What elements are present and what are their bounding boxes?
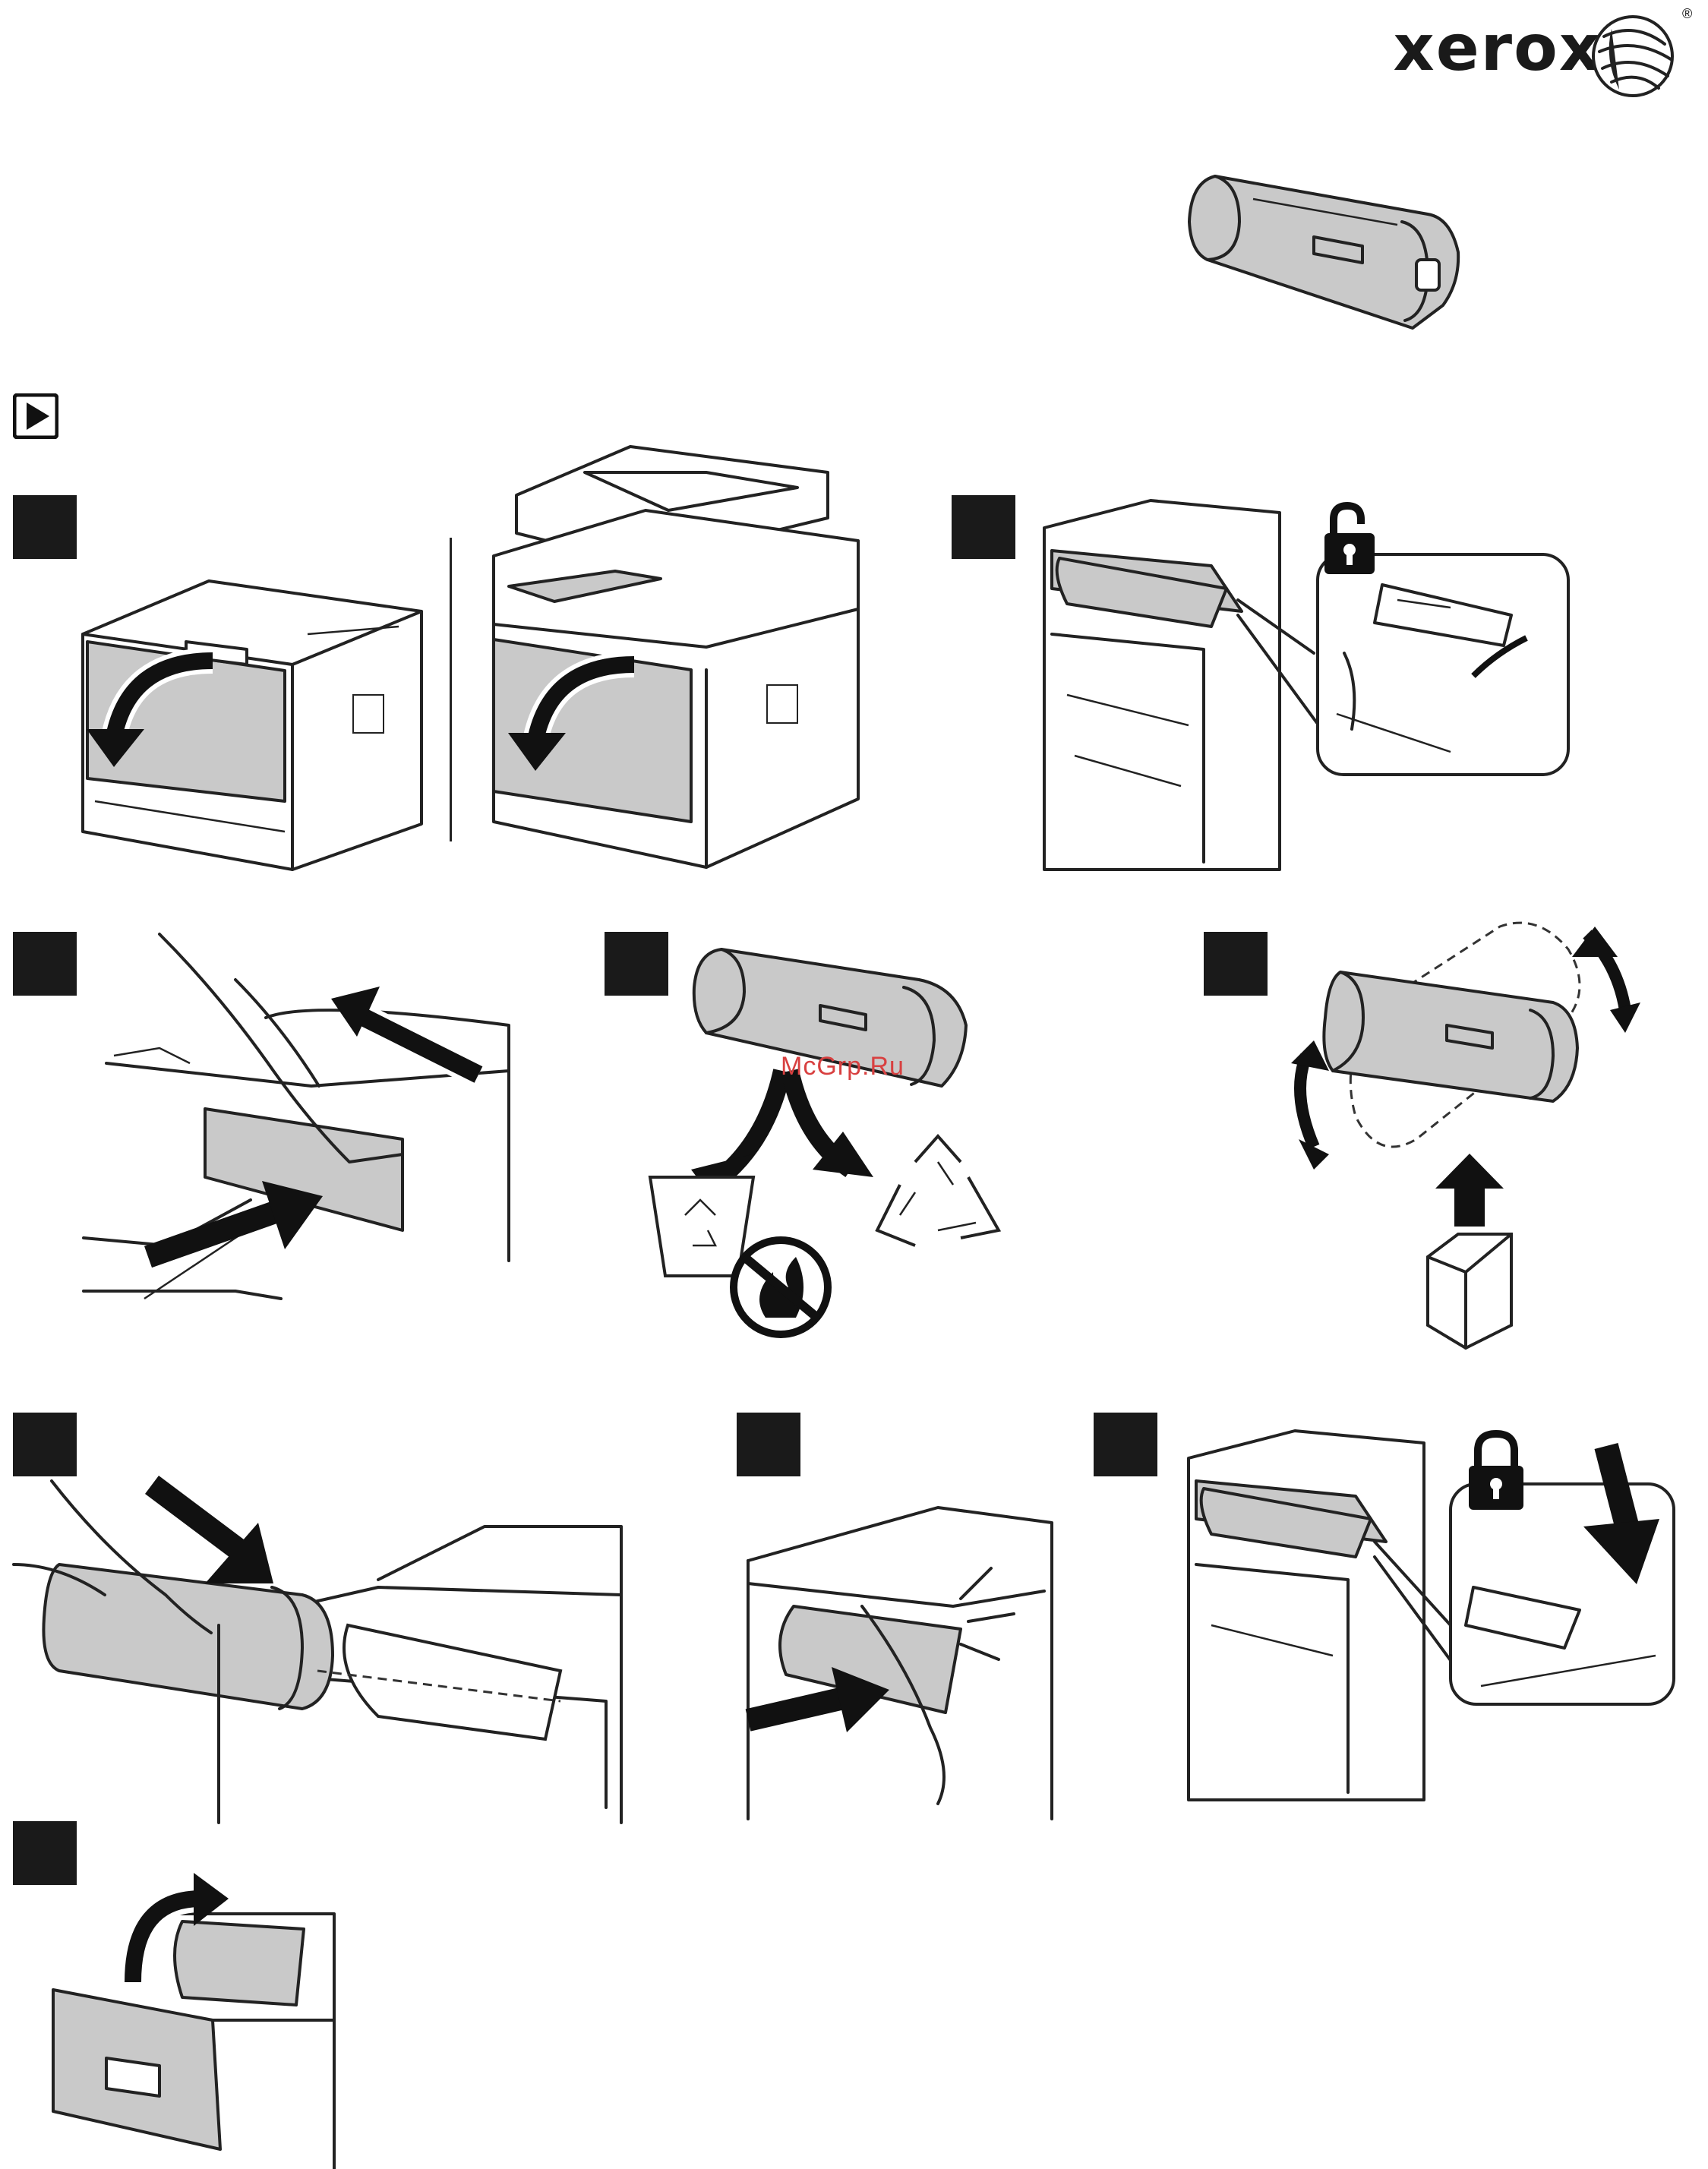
step-7-marker <box>737 1413 800 1476</box>
registered-mark: ® <box>1682 6 1692 22</box>
curved-arrow-icon <box>118 1868 232 1990</box>
step-6-marker <box>13 1413 77 1476</box>
step-2-unlock-inset <box>1223 501 1572 782</box>
up-arrow-box-icon <box>1413 1151 1526 1348</box>
toner-cartridge-illustration <box>1185 169 1473 328</box>
insert-arrow-icon <box>144 1477 281 1599</box>
locked-padlock-icon <box>1466 1429 1526 1513</box>
step-6-insert-cartridge-illustration <box>14 1473 621 1823</box>
push-arrow-icon <box>740 1659 892 1735</box>
step-3-marker <box>13 932 77 996</box>
step-2-marker <box>952 495 1015 559</box>
push-arrow-icon <box>140 1173 330 1272</box>
rotate-arrows-icon <box>1283 927 1648 1170</box>
divider-line <box>450 538 452 841</box>
xerox-sphere-icon <box>1589 6 1684 101</box>
recycle-icon <box>870 1132 1006 1261</box>
step-4-marker <box>605 932 668 996</box>
pull-arrow-icon <box>327 983 494 1097</box>
no-incinerate-icon <box>728 1234 834 1340</box>
unlocked-padlock-icon <box>1323 501 1376 577</box>
step-8-marker <box>1094 1413 1157 1476</box>
step-5-marker <box>1204 932 1268 996</box>
curved-arrow-icon <box>505 657 657 778</box>
step-1-mfp-illustration <box>478 442 866 867</box>
step-1-marker <box>13 495 77 559</box>
press-down-arrow-icon <box>1553 1443 1667 1587</box>
play-icon <box>13 393 58 439</box>
curved-arrow-icon <box>84 653 235 775</box>
watermark-text: McGrp.Ru <box>781 1052 905 1081</box>
xerox-logo-text: xerox <box>1394 11 1602 85</box>
